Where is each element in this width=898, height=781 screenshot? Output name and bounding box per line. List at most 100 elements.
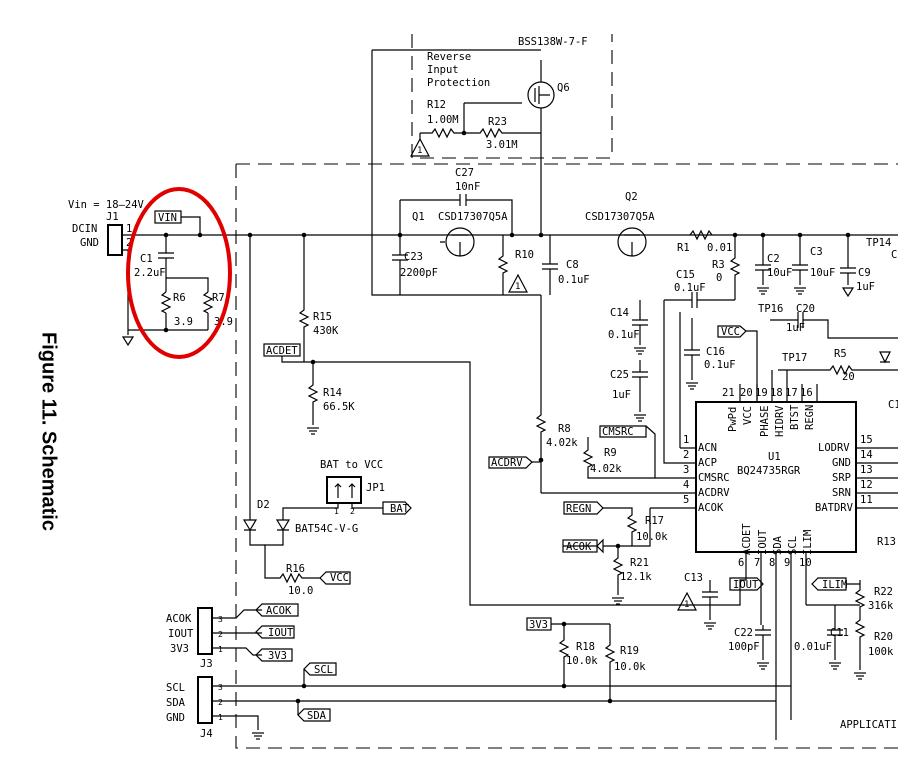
pin-acdet: ACDET bbox=[741, 523, 753, 555]
application-fragment: APPLICATI bbox=[840, 719, 897, 731]
q1-label: Q1 bbox=[412, 211, 425, 223]
regn-tag-text: REGN bbox=[566, 503, 591, 515]
r21-value: 12.1k bbox=[620, 571, 652, 583]
acdet-tag-text: ACDET bbox=[266, 345, 298, 357]
r3-label: R3 bbox=[712, 259, 725, 271]
pin-number: 20 bbox=[740, 387, 753, 399]
d2-label: D2 bbox=[257, 499, 270, 511]
pin-number: 3V3 bbox=[268, 650, 287, 662]
c16-label: C16 bbox=[706, 346, 725, 358]
c1-fragment: C1 bbox=[888, 399, 898, 411]
pin-vcc: VCC bbox=[742, 406, 754, 425]
pin-number: 5 bbox=[683, 494, 689, 506]
pin-number: IOUT bbox=[268, 627, 294, 639]
gnd-label: GND bbox=[80, 237, 99, 249]
q2-part: CSD17307Q5A bbox=[585, 211, 655, 223]
r1-value: 0.01 bbox=[707, 242, 732, 254]
pin-number: 1 bbox=[683, 434, 689, 446]
ilim-tag-text: ILIM bbox=[822, 579, 847, 591]
iout-tag-text: IOUT bbox=[733, 579, 759, 591]
r16-value: 10.0 bbox=[288, 585, 313, 597]
r23-value: 3.01M bbox=[486, 139, 518, 151]
pin-pwpd: PwPd bbox=[727, 407, 739, 432]
c11-value: 0.01uF bbox=[794, 641, 832, 653]
3v3-tag-text: 3V3 bbox=[529, 619, 548, 631]
pin-number: 19 bbox=[755, 387, 768, 399]
connector-j4: SCL SDA GND J4 3 2 1 bbox=[166, 676, 223, 740]
c13-label: C13 bbox=[684, 572, 703, 584]
r21-label: R21 bbox=[630, 557, 649, 569]
r9-value: 4.02k bbox=[590, 463, 622, 475]
pin-acp: ACP bbox=[698, 457, 717, 469]
pin-number: 12 bbox=[860, 479, 873, 491]
pin-number: 14 bbox=[860, 449, 873, 461]
iout-tag-2 bbox=[255, 625, 295, 639]
regn-tag bbox=[563, 501, 604, 515]
r19-label: R19 bbox=[620, 645, 639, 657]
c27-value: 10nF bbox=[455, 181, 480, 193]
c3-value: 10uF bbox=[810, 267, 835, 279]
r15-label: R15 bbox=[313, 311, 332, 323]
j1-pin1: 1 bbox=[126, 223, 132, 235]
u1-part: BQ24735RGR bbox=[737, 465, 801, 477]
scl-tag bbox=[303, 662, 337, 676]
pin-srp: SRP bbox=[832, 472, 851, 484]
r18-label: R18 bbox=[576, 641, 595, 653]
highlight-circle bbox=[126, 187, 232, 359]
rev-text-1: Reverse bbox=[427, 51, 471, 63]
r12-label: R12 bbox=[427, 99, 446, 111]
pin-acn: ACN bbox=[698, 442, 717, 454]
pin-number: VCC bbox=[330, 572, 349, 584]
r5-label: R5 bbox=[834, 348, 847, 360]
j3-3v3: 3V3 bbox=[170, 643, 189, 655]
3v3-tag-2 bbox=[255, 648, 293, 662]
pin-number: 17 bbox=[785, 387, 798, 399]
r20-label: R20 bbox=[874, 631, 893, 643]
pin-number: 9 bbox=[784, 557, 790, 569]
pin-number: 7 bbox=[754, 557, 760, 569]
j4-scl: SCL bbox=[166, 682, 185, 694]
c1-label: C1 bbox=[140, 253, 153, 265]
pin-btst: BTST bbox=[789, 404, 801, 430]
r17-value: 10.0k bbox=[636, 531, 668, 543]
r6-value: 3.9 bbox=[174, 316, 193, 328]
c20-label: C20 bbox=[796, 303, 815, 315]
j4-sda: SDA bbox=[166, 697, 186, 709]
pin-number: 21 bbox=[722, 387, 735, 399]
pin-acok: ACOK bbox=[698, 502, 724, 514]
j4-gnd: GND bbox=[166, 712, 185, 724]
pin-number: 2 bbox=[683, 449, 689, 461]
connector-j3: ACOK IOUT 3V3 J3 3 2 1 bbox=[166, 607, 223, 670]
vin-range-label: Vin = 18–24V bbox=[68, 199, 145, 211]
c2-value: 10uF bbox=[767, 267, 792, 279]
c27-label: C27 bbox=[455, 167, 474, 179]
c22-label: C22 bbox=[734, 627, 753, 639]
j4-label: J4 bbox=[200, 728, 213, 740]
r15-value: 430K bbox=[313, 325, 339, 337]
c14-value: 0.1uF bbox=[608, 329, 640, 341]
bat-tag bbox=[382, 501, 412, 515]
q1-part: CSD17307Q5A bbox=[438, 211, 508, 223]
acok-tag-text: ACOK bbox=[566, 541, 592, 553]
r16-label: R16 bbox=[286, 563, 305, 575]
pin-number: 11 bbox=[860, 494, 873, 506]
pin-batdrv: BATDRV bbox=[815, 502, 854, 514]
r17-label: R17 bbox=[645, 515, 664, 527]
tp14-label: TP14 bbox=[866, 237, 891, 249]
q2-label: Q2 bbox=[625, 191, 638, 203]
pin-number: 1 bbox=[218, 645, 223, 654]
jp1-label: JP1 bbox=[366, 482, 385, 494]
q6-label: Q6 bbox=[557, 82, 570, 94]
r18-value: 10.0k bbox=[566, 655, 598, 667]
r3-value: 0 bbox=[716, 272, 722, 284]
acok-tag-2 bbox=[255, 603, 299, 617]
scl-tag-text: SCL bbox=[314, 664, 333, 676]
pin-iout: IOUT bbox=[757, 529, 769, 555]
r22-label: R22 bbox=[874, 586, 893, 598]
r19-value: 10.0k bbox=[614, 661, 646, 673]
c11-label: C11 bbox=[830, 627, 849, 639]
r23-label: R23 bbox=[488, 116, 507, 128]
pin-number: 13 bbox=[860, 464, 873, 476]
c23-label: C23 bbox=[404, 251, 423, 263]
pin-srn: SRN bbox=[832, 487, 851, 499]
